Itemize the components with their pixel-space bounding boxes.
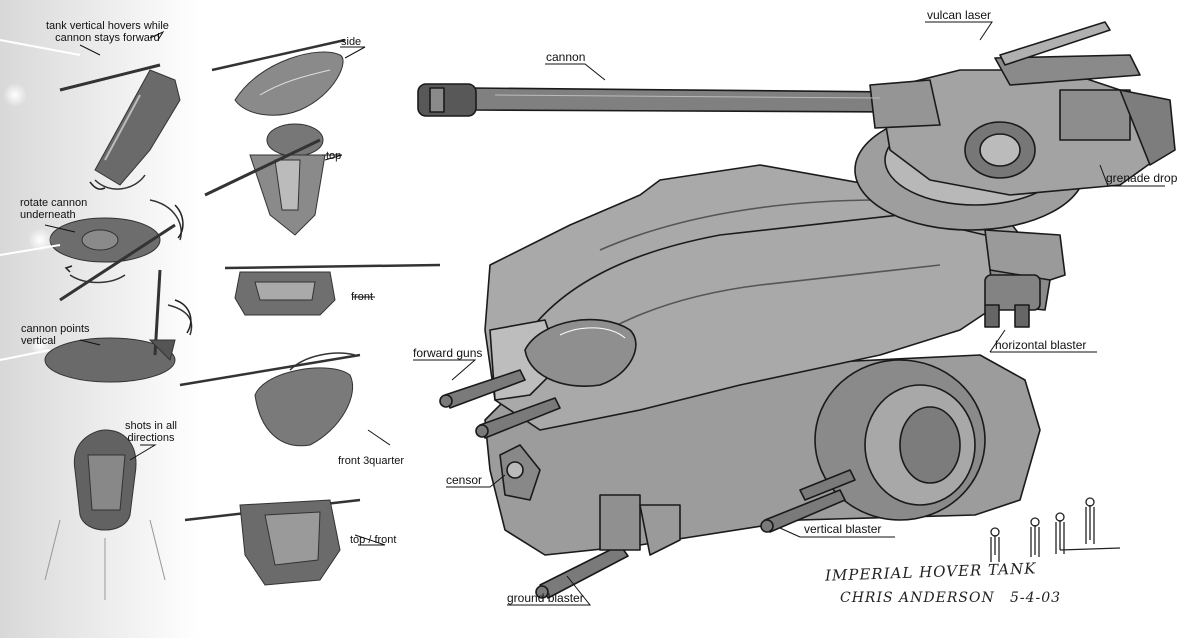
callout-cannon: cannon — [546, 50, 586, 64]
sketch-front-3quarter — [179, 352, 361, 447]
horizontal-blaster — [984, 274, 1041, 328]
sketch-shots-all-directions — [44, 429, 166, 600]
note-shots: shots in all directions — [125, 420, 177, 444]
sketch-side-view — [211, 38, 346, 116]
note-hover: tank vertical hovers while cannon stays … — [46, 20, 169, 44]
sketch-top-view — [204, 123, 326, 236]
front-dome — [524, 318, 637, 388]
forward-guns — [439, 369, 561, 439]
note-top: top — [326, 150, 342, 162]
sketch-front-view — [224, 263, 441, 316]
main-cannon-barrel — [469, 87, 906, 113]
vulcan-laser-arm — [994, 54, 1141, 86]
note-points: cannon points vertical — [21, 323, 90, 347]
sketch-hover-pose — [59, 63, 181, 190]
leader-lines — [44, 21, 1165, 606]
sketch-top-front — [184, 498, 361, 586]
callout-horizontal-blaster: horizontal blaster — [995, 338, 1087, 352]
ground-blaster — [535, 494, 681, 599]
cannon-muzzle — [417, 83, 477, 117]
callout-vertical-blaster: vertical blaster — [804, 522, 882, 536]
callout-grenade-drop: grenade drop — [1106, 171, 1178, 185]
signature-date: 5-4-03 — [1010, 590, 1062, 606]
callout-censor: censor — [446, 473, 483, 487]
note-front: front — [351, 291, 374, 303]
note-side: side — [341, 36, 362, 48]
callout-forward-guns: forward guns — [413, 346, 483, 360]
censor-unit — [499, 444, 541, 501]
callout-ground-blaster: ground blaster — [507, 591, 584, 605]
note-rotate: rotate cannon underneath — [20, 197, 88, 221]
hover-tank-illustration — [417, 21, 1176, 599]
vertical-blaster — [760, 469, 856, 533]
scale-figures — [990, 497, 1121, 562]
muzzle-glows — [0, 39, 81, 361]
signature-artist: CHRIS ANDERSON — [840, 590, 995, 606]
note-front-3quarter: front 3quarter — [338, 455, 405, 467]
callout-vulcan-laser: vulcan laser — [927, 8, 992, 22]
sketch-cannon-vertical — [44, 269, 193, 383]
note-top-front: top / front — [350, 534, 397, 546]
motion-arrows — [64, 181, 192, 334]
sketch-rotate-cannon — [49, 199, 182, 302]
